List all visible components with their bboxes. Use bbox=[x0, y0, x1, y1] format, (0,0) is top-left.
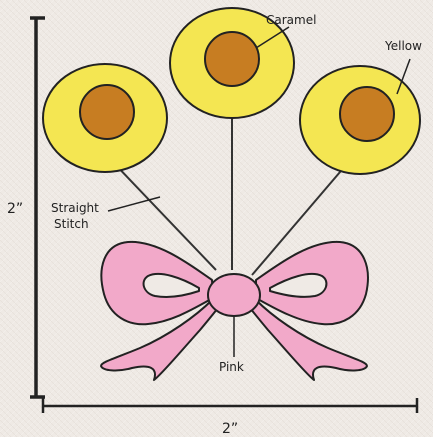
flower-left-center bbox=[80, 85, 134, 139]
height-dimension-label: 2” bbox=[7, 201, 23, 217]
flower-center-center bbox=[205, 32, 259, 86]
pink-label: Pink bbox=[219, 360, 244, 374]
yellow-label: Yellow bbox=[384, 39, 422, 53]
flower-left bbox=[43, 64, 167, 172]
width-dimension-label: 2” bbox=[222, 421, 238, 437]
caramel-label: Caramel bbox=[266, 13, 316, 27]
straight-stitch-label-line1: Straight bbox=[51, 201, 99, 215]
straight-stitch-label-line2: Stitch bbox=[54, 217, 89, 231]
bow-knot bbox=[208, 274, 260, 316]
flower-right-center bbox=[340, 87, 394, 141]
